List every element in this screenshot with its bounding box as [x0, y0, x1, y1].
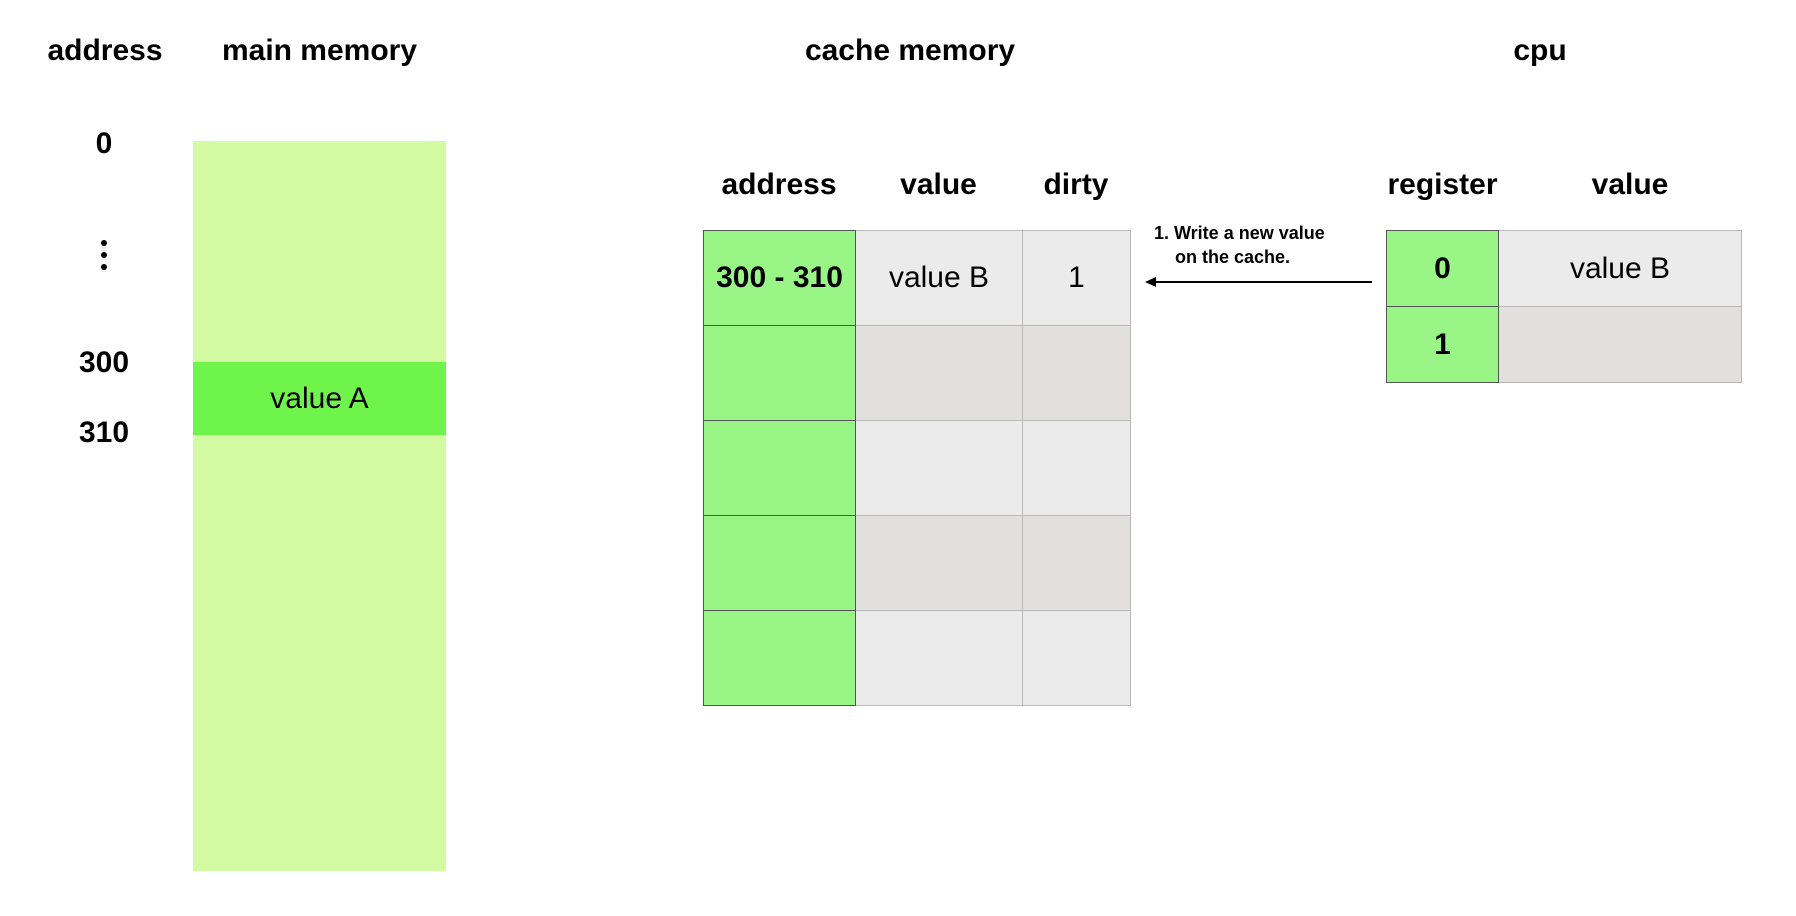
cache-address-cell [703, 325, 856, 421]
cpu-register-header: register [1387, 168, 1498, 201]
write-annotation: 1. Write a new value on the cache. [1154, 221, 1364, 269]
address-label-300: 300 [78, 346, 130, 379]
cache-dirty-cell [1022, 610, 1131, 706]
cache-row [703, 610, 1131, 706]
cache-value-cell [855, 515, 1023, 611]
cache-value-cell: value B [855, 230, 1023, 326]
cache-row [703, 420, 1131, 516]
cache-address-header: address [721, 168, 837, 201]
cpu-value-header: value [1591, 168, 1669, 201]
annotation-line-2: on the cache. [1175, 247, 1291, 267]
cache-dirty-cell: 1 [1022, 230, 1131, 326]
cache-memory-heading: cache memory [804, 34, 1016, 67]
main-memory-heading: main memory [221, 34, 418, 67]
register-number-cell: 1 [1386, 306, 1499, 383]
address-heading: address [47, 34, 163, 67]
cache-dirty-header: dirty [1043, 168, 1109, 201]
register-row: 0 value B [1386, 230, 1742, 307]
cache-table: 300 - 310 value B 1 [703, 230, 1131, 706]
cache-row: 300 - 310 value B 1 [703, 230, 1131, 326]
register-number-cell: 0 [1386, 230, 1499, 307]
register-row: 1 [1386, 306, 1742, 383]
cache-dirty-cell [1022, 515, 1131, 611]
write-arrow-icon [1145, 277, 1372, 287]
memory-cell-value-a: value A [193, 362, 446, 435]
cache-address-cell: 300 - 310 [703, 230, 856, 326]
address-label-0: 0 [95, 127, 113, 160]
annotation-line-1: 1. Write a new value [1154, 223, 1325, 243]
cache-dirty-cell [1022, 325, 1131, 421]
cpu-heading: cpu [1513, 34, 1567, 67]
cache-value-header: value [900, 168, 977, 201]
cache-address-cell [703, 610, 856, 706]
register-value-cell: value B [1498, 230, 1742, 307]
cache-value-cell [855, 610, 1023, 706]
cache-dirty-cell [1022, 420, 1131, 516]
vertical-ellipsis-icon [98, 240, 110, 270]
cache-address-cell [703, 420, 856, 516]
register-value-cell [1498, 306, 1742, 383]
cache-value-cell [855, 325, 1023, 421]
cache-row [703, 515, 1131, 611]
cpu-register-table: 0 value B 1 [1386, 230, 1742, 383]
cache-row [703, 325, 1131, 421]
main-memory-block [193, 141, 446, 871]
address-label-310: 310 [78, 416, 130, 449]
cache-value-cell [855, 420, 1023, 516]
cache-address-cell [703, 515, 856, 611]
